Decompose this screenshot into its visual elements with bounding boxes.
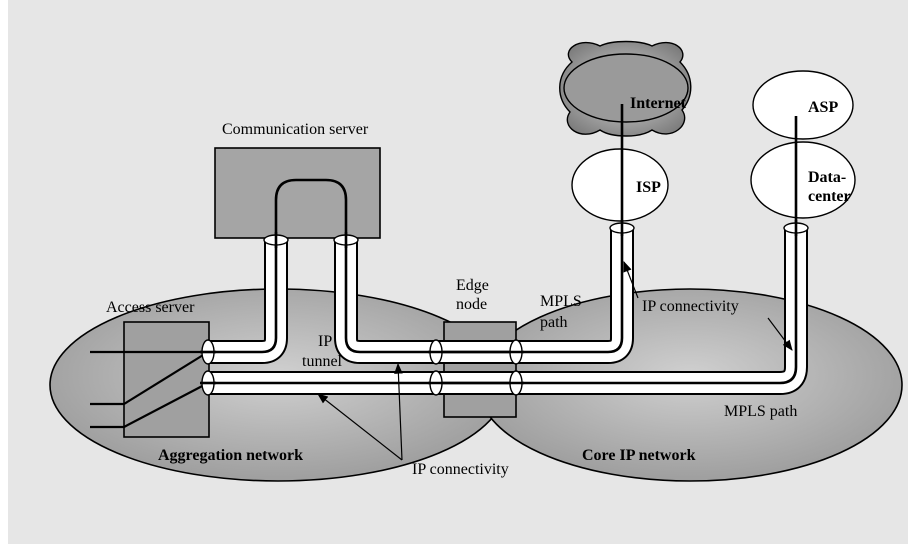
aggregation-network-label: Aggregation network	[158, 447, 303, 464]
ip-tunnel-label-line2: tunnel	[302, 353, 343, 370]
datacenter-node	[750, 141, 856, 219]
isp-node	[571, 148, 669, 222]
annotation-arrows	[317, 260, 793, 461]
internet-cloud-icon	[559, 40, 692, 137]
core-ip-network-label: Core IP network	[582, 447, 696, 464]
mpls-path-upper-label-line1: MPLS	[540, 293, 582, 310]
wire-crossings	[200, 220, 798, 385]
ip-tunnel-label-line1: IP	[318, 333, 332, 350]
asp-node	[752, 70, 854, 140]
ip-connectivity-bottom-label: IP connectivity	[412, 461, 509, 478]
isp-label: ISP	[636, 179, 661, 196]
edge-node-box	[443, 321, 517, 418]
communication-server-label: Communication server	[222, 121, 369, 138]
edge-node-label-line2: node	[456, 296, 487, 313]
ip-connectivity-right-label: IP connectivity	[642, 298, 739, 315]
edge-node-label-line1: Edge	[456, 277, 489, 294]
mpls-path-upper-label-line2: path	[540, 314, 568, 331]
mpls-path-lower-label: MPLS path	[724, 403, 797, 420]
connection-wires	[90, 104, 798, 429]
communication-server-box	[214, 147, 381, 239]
datacenter-label-line1: Data-	[808, 169, 846, 186]
access-server-label: Access server	[106, 299, 195, 316]
datacenter-label-line2: center	[808, 188, 851, 205]
asp-label: ASP	[808, 99, 838, 116]
internet-label: Internet	[630, 95, 687, 112]
